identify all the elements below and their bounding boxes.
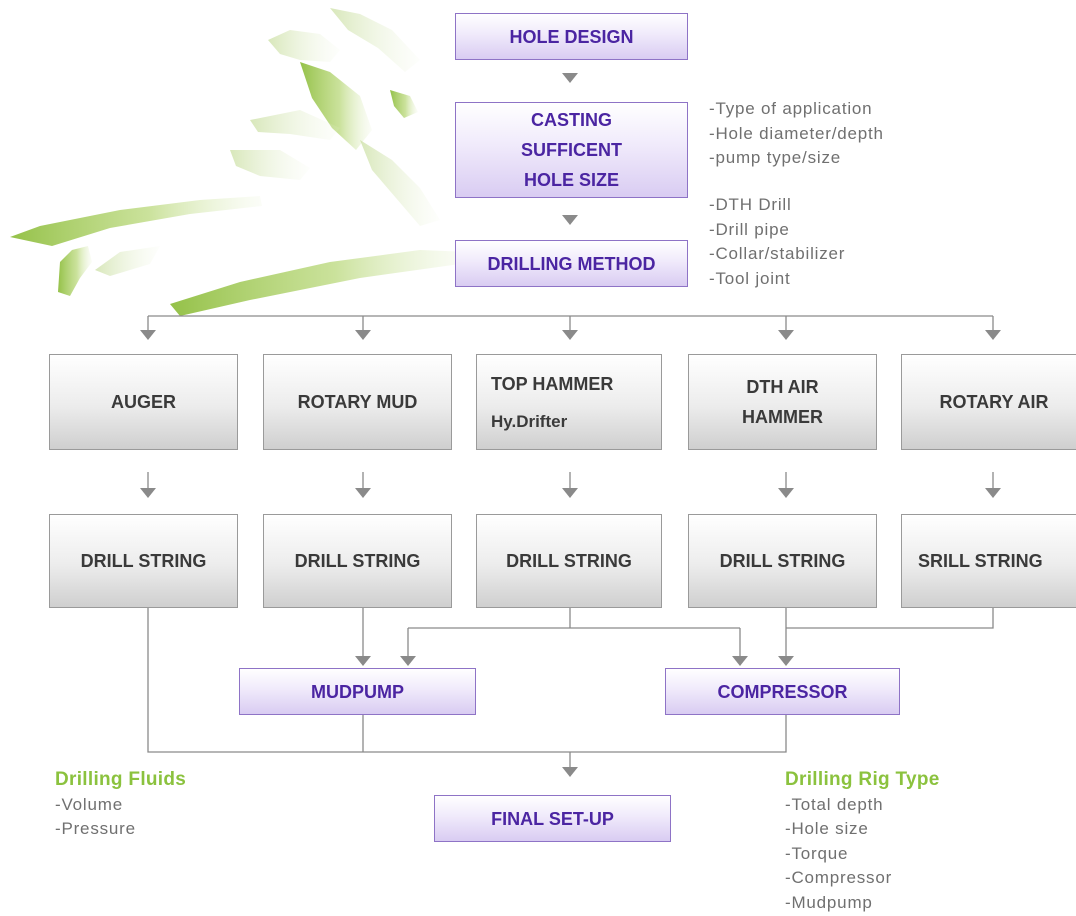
method-dth-air-hammer-box: DTH AIR HAMMER [688, 354, 877, 450]
drilling-method-box: DRILLING METHOD [455, 240, 688, 287]
note-line: -Torque [785, 843, 849, 863]
note-line: -Tool joint [709, 268, 791, 288]
drill-string-label: DRILL STRING [506, 551, 632, 571]
rig-type-title: Drilling Rig Type [785, 769, 940, 790]
casting-label-line1: CASTING [531, 110, 612, 130]
note-line: -Volume [55, 794, 123, 814]
drill-string-label: DRILL STRING [294, 551, 421, 571]
note-line: -DTH Drill [709, 195, 792, 214]
note-line: -Pressure [55, 819, 136, 839]
note-line: -Total depth [785, 794, 884, 814]
drill-string-box: SRILL STRING [901, 514, 1076, 608]
drill-string-box: DRILL STRING [688, 514, 877, 608]
drill-rig-background-art [10, 8, 470, 316]
method-rotary-air-box: ROTARY AIR [901, 354, 1076, 450]
drill-string-box: DRILL STRING [49, 514, 238, 608]
hole-design-box: HOLE DESIGN [455, 13, 688, 60]
method-top-hammer-sublabel: Hy.Drifter [491, 412, 568, 431]
method-dth-air-hammer-label-line2: HAMMER [742, 407, 823, 427]
casting-label-line3: HOLE SIZE [523, 170, 619, 190]
application-notes: -Type of application -Hole diameter/dept… [709, 97, 884, 171]
drill-string-label: DRILL STRING [719, 551, 846, 571]
final-setup-box: FINAL SET-UP [434, 795, 671, 842]
compressor-label: COMPRESSOR [717, 681, 848, 702]
drill-string-label: SRILL STRING [918, 551, 1043, 571]
method-rotary-mud-label: ROTARY MUD [297, 392, 418, 412]
casting-hole-size-box: CASTING SUFFICENT HOLE SIZE [455, 102, 688, 198]
casting-label-line2: SUFFICENT [521, 140, 622, 160]
hole-design-label: HOLE DESIGN [509, 26, 634, 47]
method-rotary-air-label: ROTARY AIR [939, 392, 1049, 412]
drill-parts-notes: -DTH Drill -Drill pipe -Collar/stabilize… [709, 193, 845, 291]
note-line: -Hole size [785, 819, 869, 839]
note-line: -Hole diameter/depth [709, 123, 884, 143]
method-top-hammer-label: TOP HAMMER [491, 374, 614, 394]
drilling-fluids-title: Drilling Fluids [55, 769, 187, 790]
drill-string-box: DRILL STRING [263, 514, 452, 608]
drill-string-box: DRILL STRING [476, 514, 662, 608]
method-dth-air-hammer-label-line1: DTH AIR [746, 377, 819, 397]
note-line: -pump type/size [709, 148, 841, 168]
method-auger-box: AUGER [49, 354, 238, 450]
method-auger-label: AUGER [110, 392, 176, 412]
final-setup-label: FINAL SET-UP [491, 808, 614, 829]
mudpump-label: MUDPUMP [311, 681, 404, 702]
rig-type-notes: Drilling Rig Type -Total depth -Hole siz… [785, 768, 940, 916]
method-rotary-mud-box: ROTARY MUD [263, 354, 452, 450]
mudpump-box: MUDPUMP [239, 668, 476, 715]
drilling-method-label: DRILLING METHOD [487, 253, 656, 274]
note-line: -Type of application [709, 99, 873, 118]
compressor-box: COMPRESSOR [665, 668, 900, 715]
drill-string-label: DRILL STRING [80, 551, 207, 571]
method-top-hammer-box: TOP HAMMER Hy.Drifter [476, 354, 662, 450]
drilling-fluids-notes: Drilling Fluids -Volume -Pressure [55, 768, 186, 842]
note-line: -Collar/stabilizer [709, 244, 846, 264]
note-line: -Drill pipe [709, 219, 790, 239]
note-line: -Compressor [785, 868, 893, 888]
note-line: -Mudpump [785, 892, 873, 912]
